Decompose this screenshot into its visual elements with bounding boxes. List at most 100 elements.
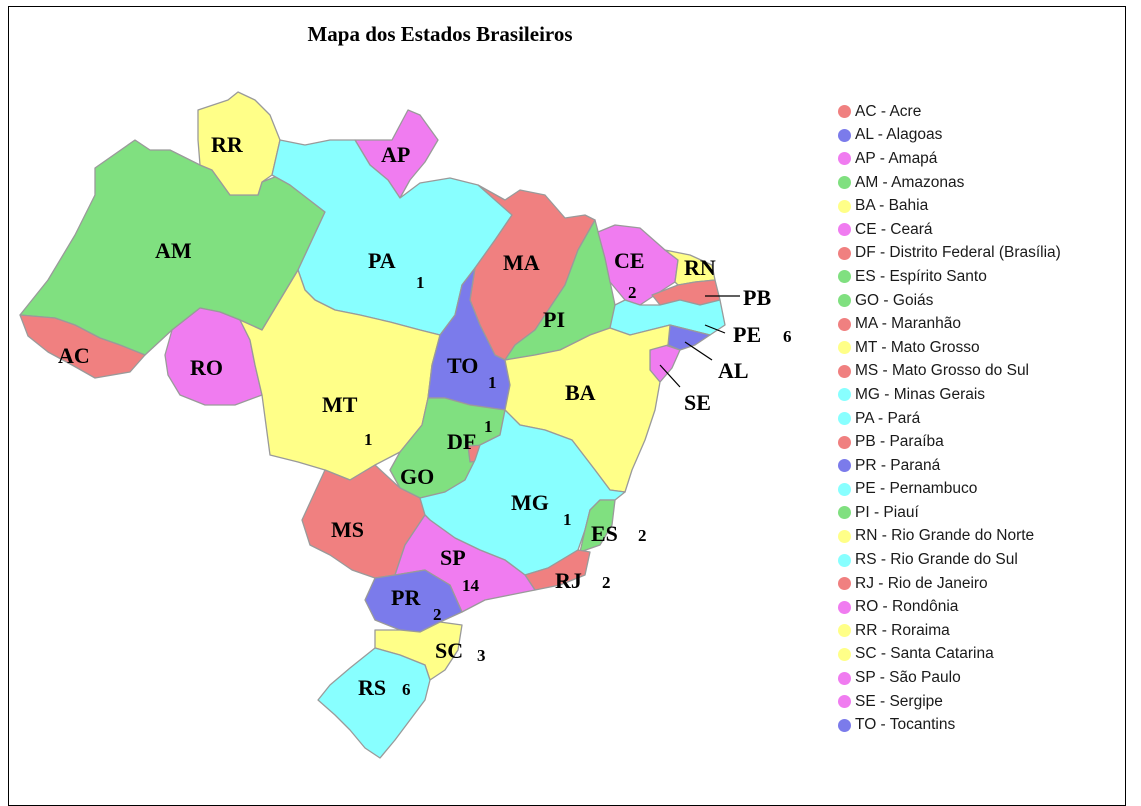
legend-label-es: ES - Espírito Santo (855, 267, 987, 285)
map-label-ba: BA (565, 380, 596, 405)
state-shape-rs[interactable] (317, 647, 431, 759)
map-label-sc: SC (435, 638, 463, 663)
map-label-am: AM (155, 238, 192, 263)
legend-item-al: AL - Alagoas (838, 124, 1061, 148)
map-label-pe: PE (733, 322, 761, 347)
map-label-df: DF (447, 429, 476, 454)
map-label-go: GO (400, 464, 434, 489)
legend-item-am: AM - Amazonas (838, 171, 1061, 195)
legend-label-ma: MA - Maranhão (855, 315, 961, 333)
legend-label-pb: PB - Paraíba (855, 433, 944, 451)
legend-swatch-rj (838, 577, 851, 591)
legend-swatch-rs (838, 553, 851, 567)
legend-label-se: SE - Sergipe (855, 692, 943, 710)
map-count-pa: 1 (416, 273, 425, 292)
legend-label-pi: PI - Piauí (855, 503, 919, 521)
map-title: Mapa dos Estados Brasileiros (307, 22, 573, 46)
map-count-rs: 6 (402, 680, 411, 699)
legend-item-pb: PB - Paraíba (838, 430, 1061, 454)
map-label-rj: RJ (555, 568, 582, 593)
legend-swatch-mg (838, 388, 851, 402)
legend-swatch-sp (838, 671, 851, 685)
legend-swatch-ce (838, 223, 851, 237)
legend-swatch-df (838, 246, 851, 260)
legend-label-ms: MS - Mato Grosso do Sul (855, 362, 1030, 380)
map-label-ac: AC (58, 343, 90, 368)
legend-item-pa: PA - Pará (838, 407, 1061, 431)
map-label-mt: MT (322, 392, 358, 417)
legend-item-sc: SC - Santa Catarina (838, 643, 1061, 667)
legend-label-sp: SP - São Paulo (855, 669, 961, 687)
legend-item-pi: PI - Piauí (838, 501, 1061, 525)
legend-label-ro: RO - Rondônia (855, 598, 959, 616)
map-label-pr: PR (391, 585, 421, 610)
map-label-es: ES (591, 521, 618, 546)
state-shape-ce[interactable] (597, 224, 679, 306)
state-shape-rr[interactable] (197, 91, 281, 196)
legend-item-rn: RN - Rio Grande do Norte (838, 525, 1061, 549)
legend-swatch-go (838, 294, 851, 308)
map-label-ma: MA (503, 250, 540, 275)
legend-label-mt: MT - Mato Grosso (855, 338, 980, 356)
legend-swatch-pr (838, 459, 851, 473)
map-label-ro: RO (190, 355, 223, 380)
state-shape-rj[interactable] (524, 549, 591, 591)
map-count-mg: 1 (563, 510, 572, 529)
legend-swatch-pb (838, 435, 851, 449)
map-count-es: 2 (638, 526, 647, 545)
legend-item-pr: PR - Paraná (838, 454, 1061, 478)
legend-swatch-ac (838, 105, 851, 119)
legend-label-rs: RS - Rio Grande do Sul (855, 551, 1018, 569)
legend-item-es: ES - Espírito Santo (838, 265, 1061, 289)
legend-label-to: TO - Tocantins (855, 716, 956, 734)
legend-label-am: AM - Amazonas (855, 173, 965, 191)
legend-item-go: GO - Goiás (838, 289, 1061, 313)
map-count-rj: 2 (602, 573, 611, 592)
legend-swatch-se (838, 695, 851, 709)
legend-item-rs: RS - Rio Grande do Sul (838, 548, 1061, 572)
legend-item-mg: MG - Minas Gerais (838, 383, 1061, 407)
map-label-pb: PB (743, 285, 771, 310)
brazil-map: AM AC RR AP PA RO MT MA TO PI CE RN PB P… (19, 91, 792, 759)
map-count-pr: 2 (433, 605, 442, 624)
legend-label-pe: PE - Pernambuco (855, 480, 978, 498)
legend-item-sp: SP - São Paulo (838, 666, 1061, 690)
map-label-ap: AP (381, 142, 410, 167)
state-shape-es[interactable] (579, 499, 616, 553)
legend-swatch-pe (838, 482, 851, 496)
map-count-sc: 3 (477, 646, 486, 665)
legend-item-mt: MT - Mato Grosso (838, 336, 1061, 360)
map-count-mt: 1 (364, 430, 373, 449)
legend-label-ac: AC - Acre (855, 102, 922, 120)
legend-item-to: TO - Tocantins (838, 713, 1061, 737)
legend-label-pa: PA - Pará (855, 409, 921, 427)
legend-item-ba: BA - Bahia (838, 194, 1061, 218)
map-count-pe: 6 (783, 327, 792, 346)
legend-item-pe: PE - Pernambuco (838, 478, 1061, 502)
legend-swatch-es (838, 270, 851, 284)
map-legend: AC - Acre AL - Alagoas AP - Amapá AM - Amaz… (838, 100, 1061, 737)
legend-item-ap: AP - Amapá (838, 147, 1061, 171)
legend-item-rr: RR - Roraima (838, 619, 1061, 643)
legend-swatch-pa (838, 412, 851, 426)
legend-item-ac: AC - Acre (838, 100, 1061, 124)
legend-label-al: AL - Alagoas (855, 126, 943, 144)
map-label-mg: MG (511, 490, 549, 515)
callout-line-al (684, 341, 713, 361)
legend-item-ro: RO - Rondônia (838, 595, 1061, 619)
legend-swatch-ap (838, 152, 851, 166)
legend-label-ap: AP - Amapá (855, 149, 938, 167)
map-label-al: AL (718, 358, 749, 383)
callout-lines (659, 295, 740, 388)
legend-label-sc: SC - Santa Catarina (855, 645, 994, 663)
legend-label-go: GO - Goiás (855, 291, 934, 309)
map-count-to: 1 (488, 373, 497, 392)
state-shape-ac[interactable] (19, 314, 146, 379)
callout-line-pe (704, 324, 726, 334)
legend-label-mg: MG - Minas Gerais (855, 385, 986, 403)
legend-label-rn: RN - Rio Grande do Norte (855, 527, 1035, 545)
legend-swatch-ms (838, 364, 851, 378)
legend-swatch-pi (838, 506, 851, 520)
legend-swatch-am (838, 176, 851, 190)
legend-item-ma: MA - Maranhão (838, 312, 1061, 336)
